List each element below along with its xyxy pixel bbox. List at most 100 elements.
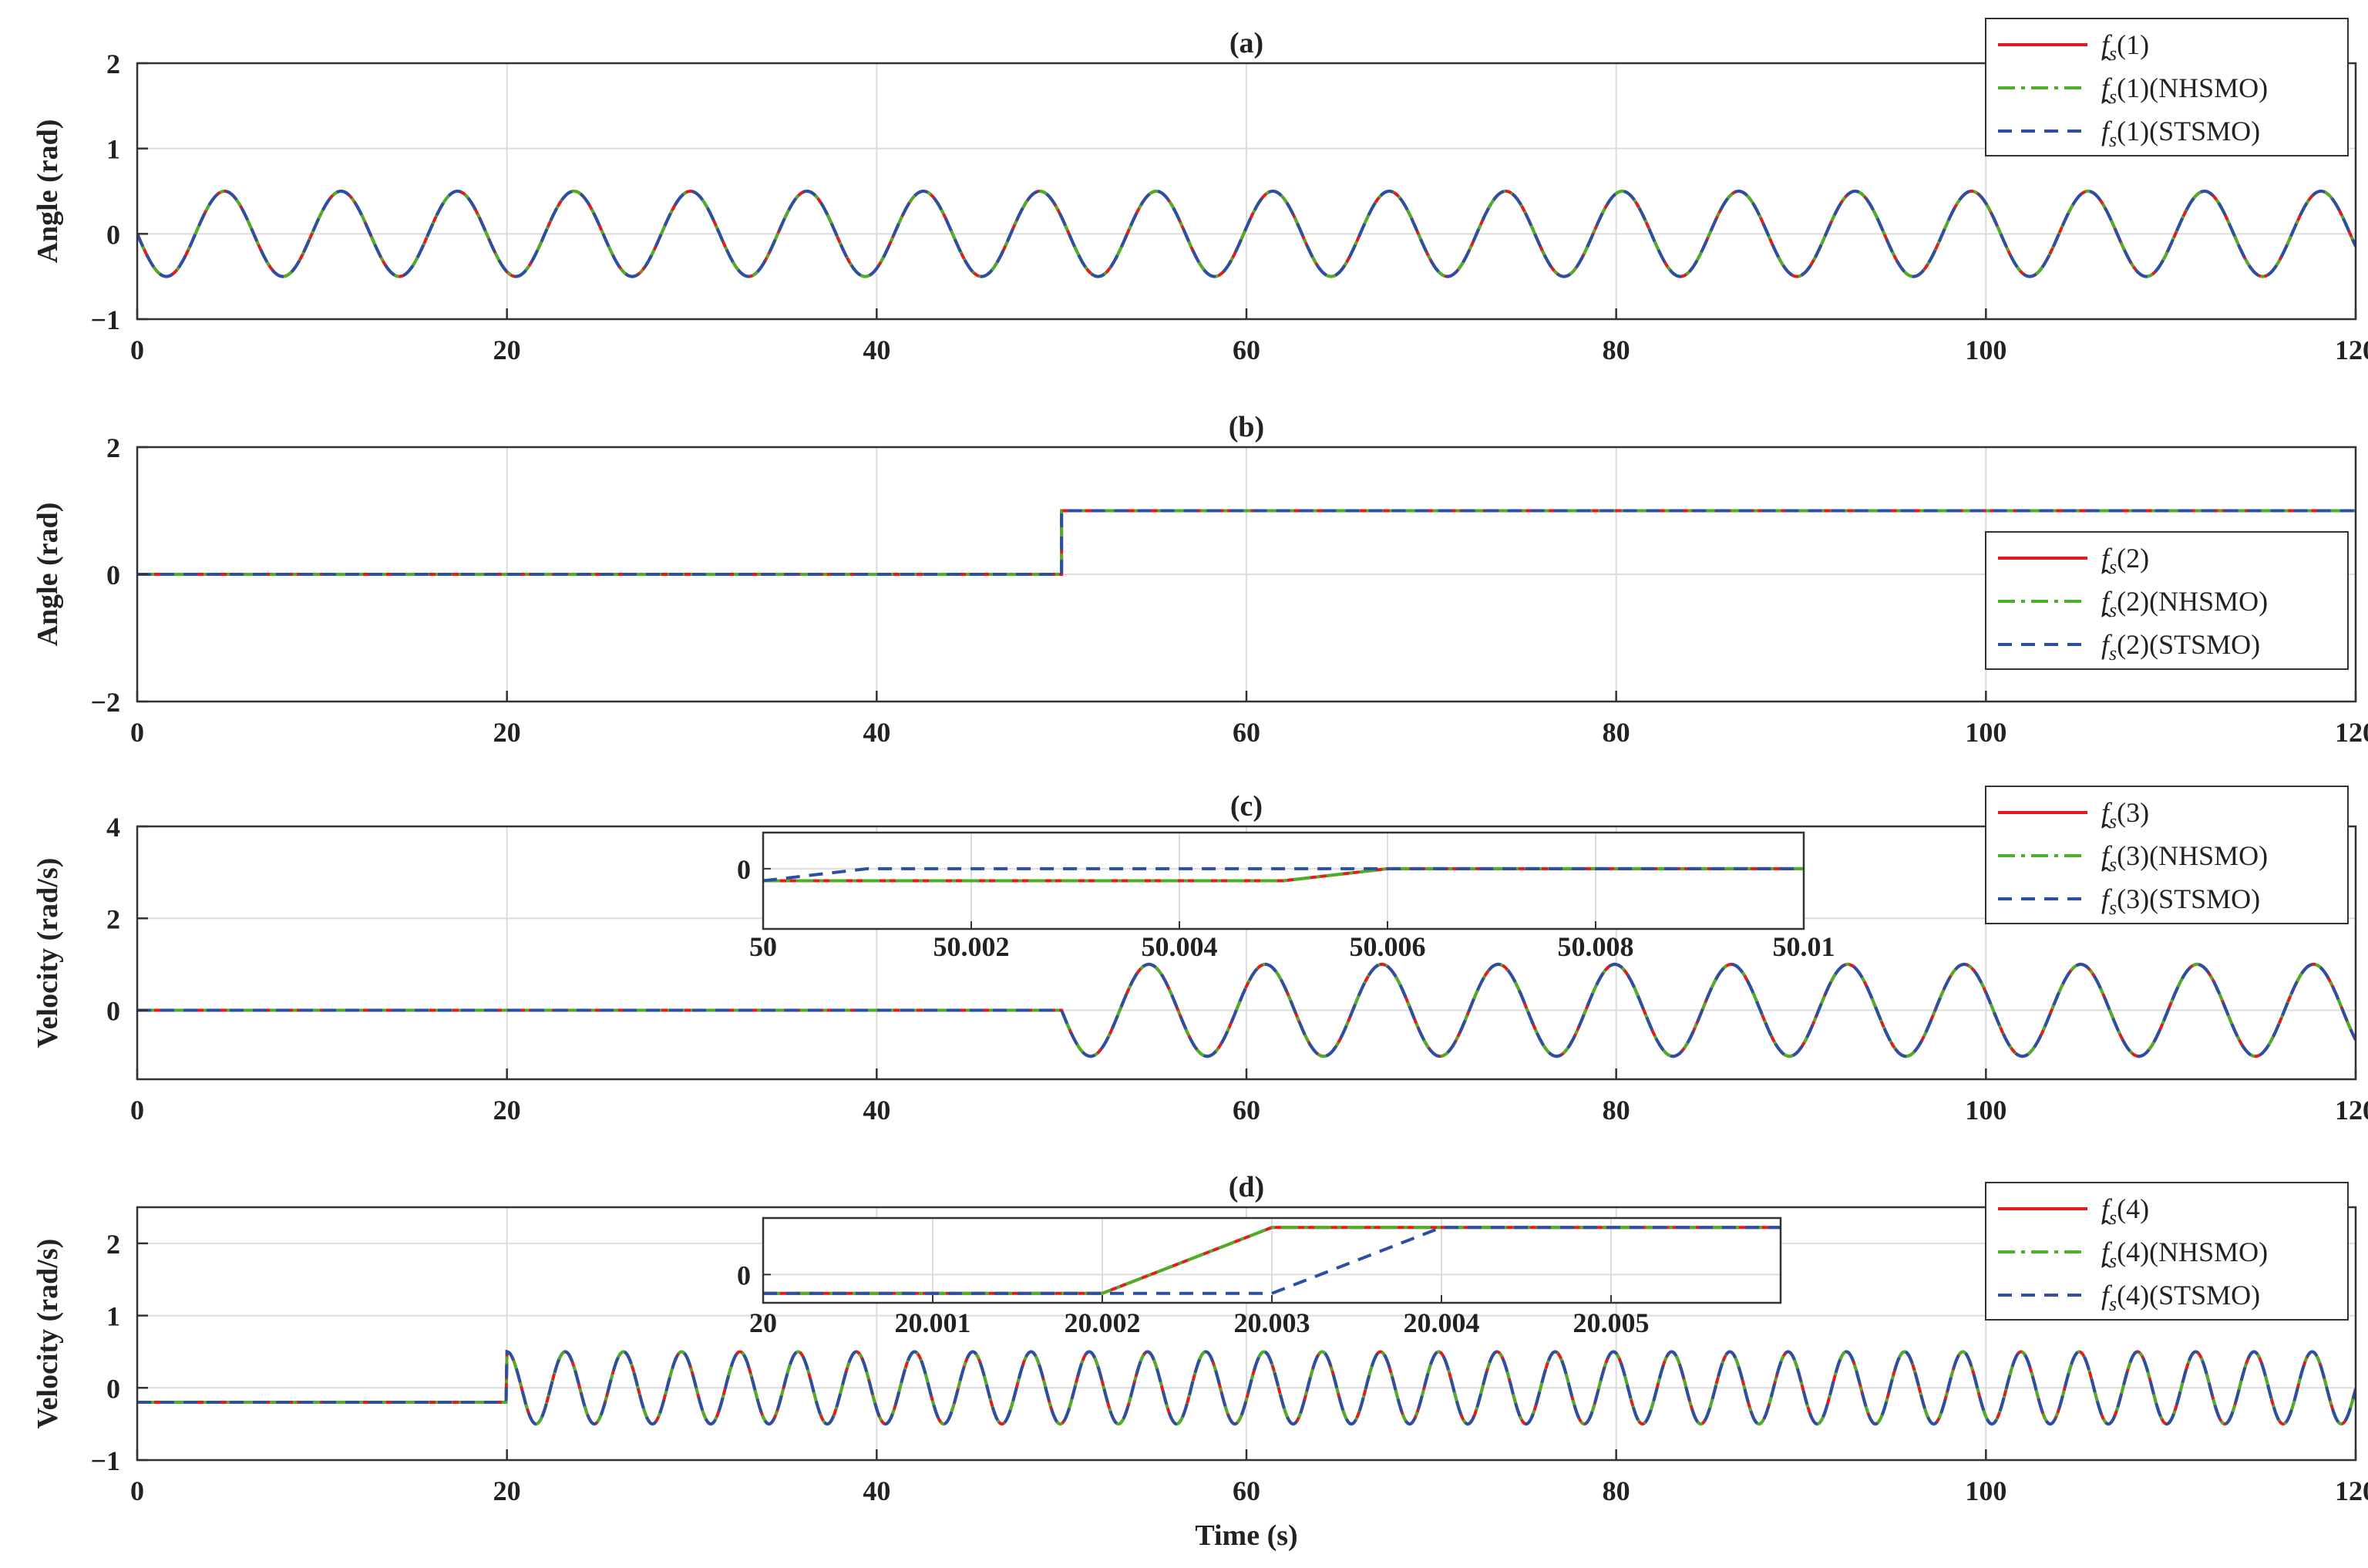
x-tick-label: 20 xyxy=(493,717,521,748)
x-tick-label: 80 xyxy=(1603,335,1630,365)
x-tick-label: 120 xyxy=(2335,1475,2368,1506)
inset-y-tick-label: 0 xyxy=(737,1260,751,1290)
x-tick-label: 120 xyxy=(2335,717,2368,748)
panel-title: (d) xyxy=(1229,1171,1264,1203)
x-tick-label: 20 xyxy=(493,1475,521,1506)
panel-title: (c) xyxy=(1230,790,1263,823)
legend-entry: fs(1) xyxy=(2101,29,2149,65)
inset-x-tick-label: 50.002 xyxy=(933,931,1010,962)
x-tick-label: 60 xyxy=(1233,1475,1260,1506)
y-tick-label: 4 xyxy=(106,812,120,843)
series-line-2 xyxy=(137,509,2356,576)
x-tick-label: 100 xyxy=(1965,717,2006,748)
x-tick-label: 20 xyxy=(493,1095,521,1126)
legend-entry: fs(3)(NHSMO) xyxy=(2101,840,2268,876)
y-tick-label: 2 xyxy=(106,432,120,463)
inset-x-tick-label: 20 xyxy=(749,1307,777,1338)
x-tick-label: 60 xyxy=(1233,1095,1260,1126)
panel-d: 0 20 40 60 80 100 120 −1 0 1 2 (d) Velocity (rad/s) T… xyxy=(32,1171,2368,1552)
inset-x-tick-label: 50 xyxy=(749,931,777,962)
inset-x-tick-label: 20.004 xyxy=(1404,1307,1480,1338)
x-tick-label: 40 xyxy=(863,335,890,365)
inset-x-tick-label: 20.003 xyxy=(1234,1307,1310,1338)
series-line-3 xyxy=(137,509,2356,576)
x-tick-label: 60 xyxy=(1233,335,1260,365)
inset-x-tick-label: 20.002 xyxy=(1065,1307,1141,1338)
panel-title: (b) xyxy=(1229,411,1264,443)
series-line-2 xyxy=(137,1349,2356,1426)
y-tick-label: 1 xyxy=(106,1301,120,1332)
legend-entry: fs(4) xyxy=(2101,1193,2149,1229)
legend-entry: fs(3) xyxy=(2101,797,2149,833)
x-tick-label: 100 xyxy=(1965,335,2006,365)
x-tick-label: 0 xyxy=(130,717,144,748)
y-tick-label: 0 xyxy=(106,996,120,1027)
legend-entry: fs(4)(STSMO) xyxy=(2101,1280,2260,1315)
legend-hat-mark: ˆ xyxy=(2101,51,2111,82)
y-tick-label: −2 xyxy=(90,687,120,718)
x-tick-label: 100 xyxy=(1965,1475,2006,1506)
x-tick-label: 0 xyxy=(130,1475,144,1506)
legend: fs(4)fs(4)(NHSMO)ˆfs(4)(STSMO)ˆ xyxy=(1985,1182,2349,1321)
y-tick-label: 2 xyxy=(106,1229,120,1260)
inset-x-tick-label: 50.006 xyxy=(1350,931,1426,962)
x-tick-label: 100 xyxy=(1965,1095,2006,1126)
panel-c: 020406080100120024(c)Velocity (rad/s)505… xyxy=(32,786,2368,1126)
x-tick-label: 120 xyxy=(2335,1095,2368,1126)
x-tick-label: 120 xyxy=(2335,335,2368,365)
y-axis-label: Velocity (rad/s) xyxy=(32,1239,64,1429)
inset-series-line-3 xyxy=(763,1226,1781,1295)
x-tick-label: 0 xyxy=(130,1095,144,1126)
inset-x-tick-label: 50.004 xyxy=(1142,931,1218,962)
x-tick-label: 20 xyxy=(493,335,521,365)
x-axis-label: Time (s) xyxy=(1195,1519,1297,1552)
x-tick-label: 60 xyxy=(1233,717,1260,748)
y-tick-label: 1 xyxy=(106,134,120,165)
y-axis-label: Angle (rad) xyxy=(32,119,64,264)
legend-entry: fs(2)(NHSMO) xyxy=(2101,586,2268,621)
x-tick-label: 80 xyxy=(1603,1475,1630,1506)
inset-x-tick-label: 50.008 xyxy=(1558,931,1634,962)
x-tick-label: 40 xyxy=(863,717,890,748)
y-axis-label: Angle (rad) xyxy=(32,503,64,647)
legend-entry: fs(2)(STSMO) xyxy=(2101,629,2260,665)
legend-entry: fs(3)(STSMO) xyxy=(2101,883,2260,919)
x-tick-label: 80 xyxy=(1603,1095,1630,1126)
legend: fs(1)fs(1)(NHSMO)ˆfs(1)(STSMO)ˆ xyxy=(1985,18,2349,156)
legend-hat-mark: ˆ xyxy=(2101,1215,2111,1246)
series-line-3 xyxy=(137,190,2356,278)
y-tick-label: 0 xyxy=(106,560,120,591)
legend: fs(3)fs(3)(NHSMO)ˆfs(3)(STSMO)ˆ xyxy=(1985,786,2349,924)
legend-hat-mark: ˆ xyxy=(2101,1258,2111,1289)
y-tick-label: 2 xyxy=(106,903,120,934)
legend-entry: fs(4)(NHSMO) xyxy=(2101,1237,2268,1272)
inset-x-tick-label: 50.01 xyxy=(1773,931,1835,962)
x-tick-label: 40 xyxy=(863,1095,890,1126)
panel-title: (a) xyxy=(1229,27,1263,59)
legend-hat-mark: ˆ xyxy=(2101,94,2111,125)
x-tick-label: 0 xyxy=(130,335,144,365)
x-tick-label: 40 xyxy=(863,1475,890,1506)
y-axis-label: Velocity (rad/s) xyxy=(32,858,64,1048)
inset-x-tick-label: 20.001 xyxy=(895,1307,971,1338)
legend-entry: fs(1)(NHSMO) xyxy=(2101,72,2268,108)
legend-hat-mark: ˆ xyxy=(2101,564,2111,595)
series-line-2 xyxy=(137,962,2356,1058)
y-tick-label: −1 xyxy=(90,1445,120,1476)
legend: fs(2)fs(2)(NHSMO)ˆfs(2)(STSMO)ˆ xyxy=(1985,531,2349,670)
y-tick-label: −1 xyxy=(90,305,120,335)
y-tick-label: 2 xyxy=(106,49,120,79)
series-line-3 xyxy=(137,1349,2356,1426)
legend-hat-mark: ˆ xyxy=(2101,862,2111,893)
legend-hat-mark: ˆ xyxy=(2101,607,2111,638)
legend-entry: fs(1)(STSMO) xyxy=(2101,116,2260,151)
series-line-3 xyxy=(137,962,2356,1058)
inset-zoom: 20 20.001 20.002 20.003 20.004 20.005 0 xyxy=(737,1216,1782,1338)
legend-hat-mark: ˆ xyxy=(2101,819,2111,850)
inset-x-tick-label: 20.005 xyxy=(1573,1307,1650,1338)
inset-y-tick-label: 0 xyxy=(737,854,751,885)
inset-zoom: 50 50.002 50.004 50.006 50.008 50.01 0 xyxy=(737,831,1835,962)
